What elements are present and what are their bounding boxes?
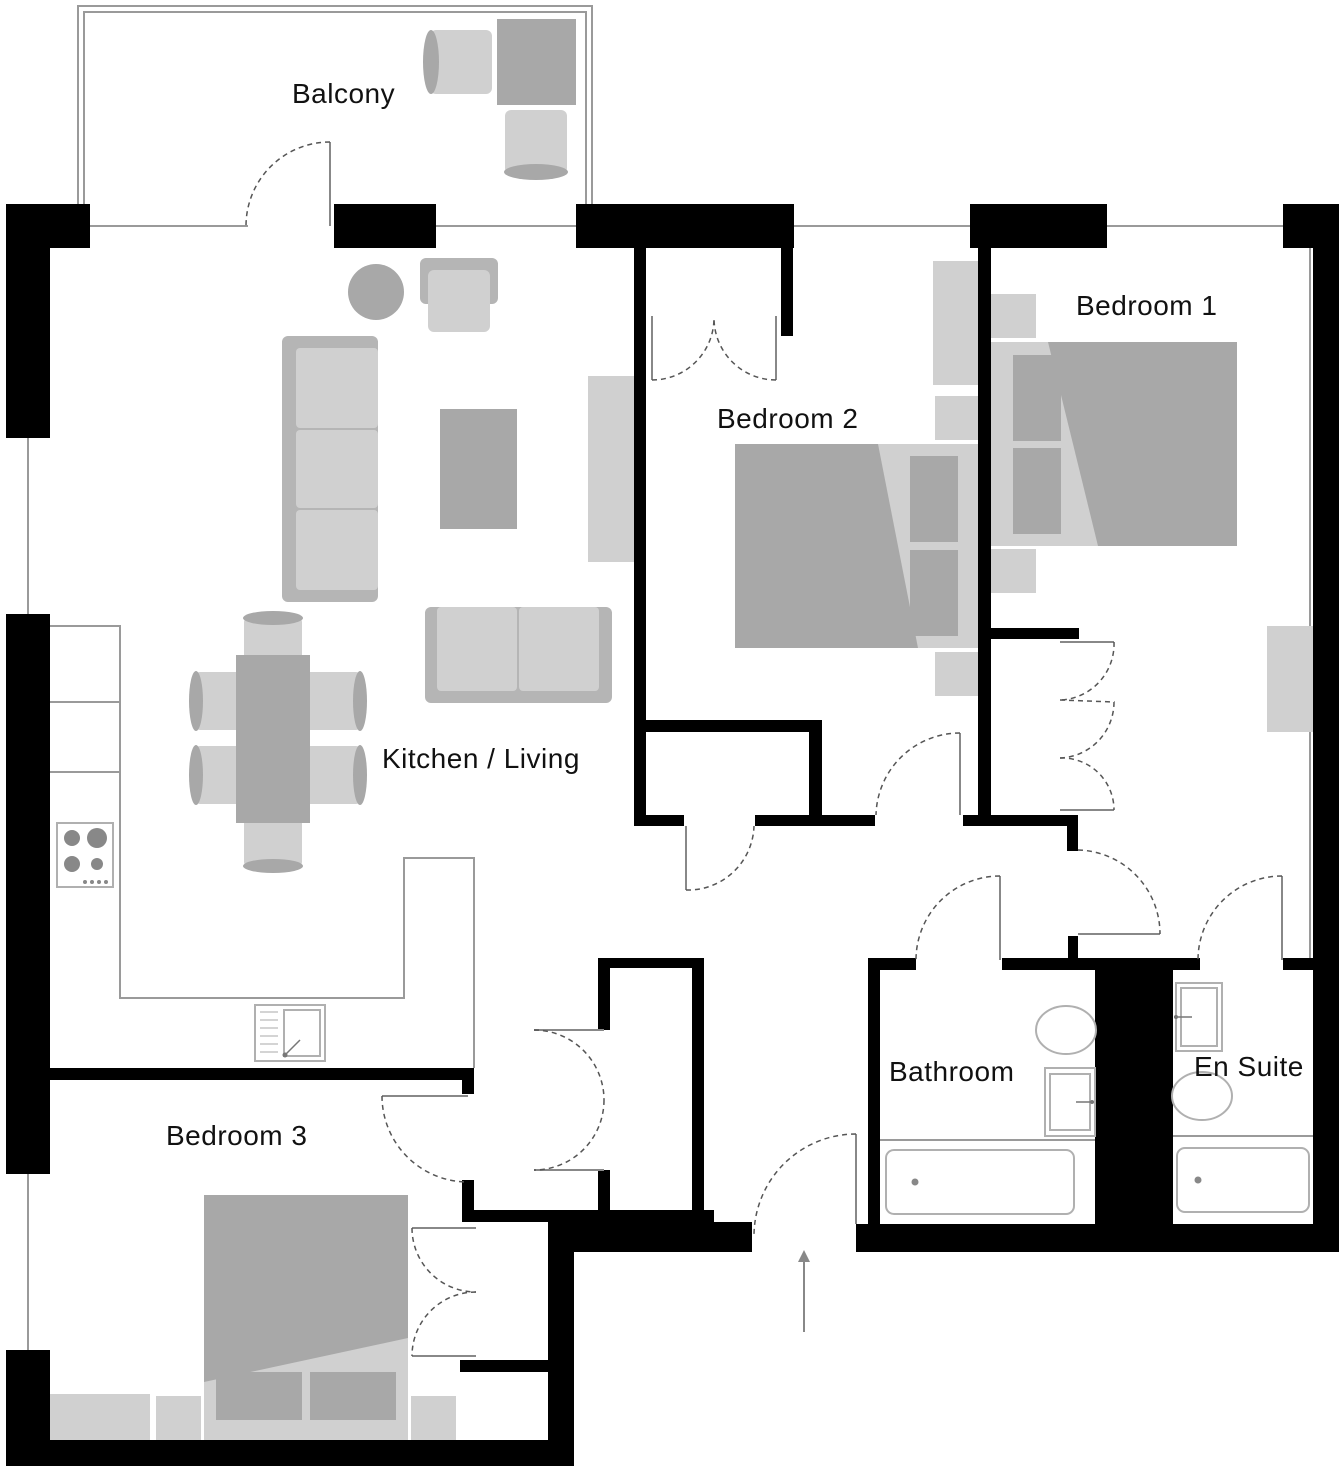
tv-unit-icon bbox=[588, 376, 634, 562]
bedroom3-furniture bbox=[50, 1195, 456, 1440]
sink-icon bbox=[254, 1004, 326, 1062]
living-furniture bbox=[189, 258, 634, 873]
dining-table-icon bbox=[189, 611, 367, 873]
en-suite-fixtures bbox=[1171, 982, 1313, 1213]
bedroom2-furniture bbox=[735, 261, 978, 696]
bathroom-fixtures bbox=[880, 1005, 1097, 1215]
basin-icon bbox=[1044, 1067, 1096, 1137]
windows bbox=[27, 225, 1311, 1350]
doors bbox=[245, 141, 1283, 1357]
side-table-icon bbox=[348, 264, 404, 320]
walls bbox=[6, 204, 1339, 1466]
room-labels: Balcony Bedroom 1 Bedroom 2 Kitchen / Li… bbox=[166, 78, 1304, 1151]
basin-icon bbox=[1174, 982, 1223, 1052]
room-label-en-suite: En Suite bbox=[1194, 1051, 1304, 1082]
bed-icon bbox=[991, 342, 1237, 546]
bedroom1-furniture bbox=[991, 294, 1313, 732]
room-label-bathroom: Bathroom bbox=[889, 1056, 1014, 1087]
bed-icon bbox=[204, 1195, 408, 1440]
room-label-bedroom-3: Bedroom 3 bbox=[166, 1120, 307, 1151]
bathtub-icon bbox=[885, 1149, 1075, 1215]
room-label-bedroom-1: Bedroom 1 bbox=[1076, 290, 1217, 321]
coffee-table-icon bbox=[440, 409, 517, 529]
loveseat-icon bbox=[425, 607, 612, 703]
room-label-bedroom-2: Bedroom 2 bbox=[717, 403, 858, 434]
sofa-icon bbox=[282, 336, 378, 602]
kitchen-counters bbox=[50, 625, 475, 1068]
room-label-kitchen-living: Kitchen / Living bbox=[382, 743, 580, 774]
room-label-balcony: Balcony bbox=[292, 78, 395, 109]
bed-icon bbox=[735, 444, 978, 648]
armchair-icon bbox=[420, 258, 498, 332]
toilet-icon bbox=[1035, 1005, 1097, 1055]
balcony-furniture bbox=[423, 19, 576, 180]
toilet-icon bbox=[1171, 1071, 1233, 1121]
balcony-outline bbox=[77, 5, 593, 205]
bathtub-icon bbox=[1176, 1147, 1310, 1213]
